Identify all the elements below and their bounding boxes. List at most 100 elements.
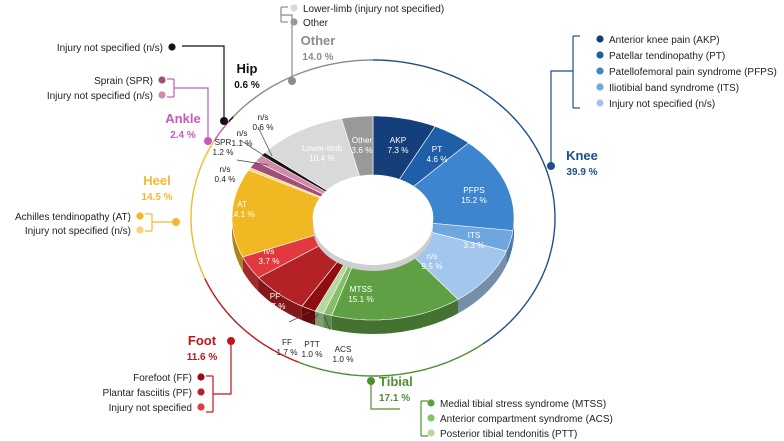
slice-value: 3.3 % <box>464 241 485 250</box>
slice-side <box>323 313 332 330</box>
ring-arc-heel <box>190 139 216 279</box>
group-total-heel: 14.5 % <box>141 192 172 203</box>
slice-value: 9.5 % <box>422 262 443 271</box>
legend-swatch <box>596 67 604 75</box>
slice-side <box>331 299 458 334</box>
group-total-knee: 39.9 % <box>566 167 597 178</box>
slice-value: 15.1 % <box>348 295 374 304</box>
slice-value: 0.6 % <box>253 123 274 132</box>
legend-label: Injury not specified (n/s) <box>25 226 131 237</box>
legend-label: Other <box>303 18 329 29</box>
slice-label: ACS <box>335 345 352 354</box>
legend-swatch <box>168 43 176 51</box>
legend-swatch <box>596 83 604 91</box>
leader-line <box>239 139 272 161</box>
slice-side <box>301 306 316 326</box>
callout-line <box>281 14 293 81</box>
group-total-foot: 11.6 % <box>187 352 218 363</box>
slice-value: 10.4 % <box>309 154 335 163</box>
legend-label: Injury not specified (n/s) <box>609 99 715 110</box>
callout-dot <box>547 162 555 170</box>
legend-swatch <box>427 399 435 407</box>
slice-side <box>315 311 324 328</box>
ring-arc-hip <box>228 116 234 122</box>
slice-value: 1.1 % <box>232 139 253 148</box>
leader-line <box>310 313 319 325</box>
slice-value: 6.7 % <box>265 302 286 311</box>
legend-swatch <box>136 212 144 220</box>
legend-label: Posterior tibial tendonitis (PTT) <box>440 429 577 440</box>
slice-other <box>341 115 374 177</box>
slice-label: AKP <box>390 136 407 145</box>
group-title-ankle: Ankle <box>165 111 200 126</box>
group-title-tibial: Tibial <box>379 374 413 389</box>
legend-label: Medial tibial stress syndrome (MTSS) <box>440 399 606 410</box>
slice-value: 7.3 % <box>388 146 409 155</box>
leader-line <box>257 126 273 157</box>
legend-swatch <box>158 91 166 99</box>
slice-label: Other <box>352 136 373 145</box>
slice-value: 14.1 % <box>229 210 255 219</box>
ring-arc-other <box>232 59 373 118</box>
slice-value: 3.6 % <box>352 146 373 155</box>
slice-side <box>458 251 507 314</box>
legend-swatch <box>596 99 604 107</box>
legend-label: Plantar fasciitis (PF) <box>103 388 192 399</box>
slice-label: n/s <box>258 113 269 122</box>
slice-label: PFPS <box>463 186 485 195</box>
group-total-tibial: 17.1 % <box>379 393 410 404</box>
group-ring <box>190 59 556 377</box>
callout-line <box>550 70 573 166</box>
legend-label: Anterior compartment syndrome (ACS) <box>440 414 613 425</box>
slice-value: 1.7 % <box>277 348 298 357</box>
ring-arc-tibial <box>298 343 484 377</box>
callout-dot <box>204 137 212 145</box>
slice-label: PF <box>270 292 280 301</box>
group-title-knee: Knee <box>566 148 598 163</box>
legend-label: Injury not specified (n/s) <box>47 91 153 102</box>
group-title-other: Other <box>301 33 336 48</box>
callout-dot <box>367 377 375 385</box>
group-total-ankle: 2.4 % <box>170 130 196 141</box>
group-title-foot: Foot <box>188 333 217 348</box>
donut <box>231 115 515 334</box>
leader-line <box>323 315 331 331</box>
legend-swatch <box>290 4 298 12</box>
slice-value: 1.2 % <box>213 148 234 157</box>
slice-value: 1.0 % <box>333 355 354 364</box>
slice-value: 1.0 % <box>302 350 323 359</box>
callout-line <box>213 341 232 395</box>
legend-label: Achilles tendinopathy (AT) <box>15 212 131 223</box>
group-total-other: 14.0 % <box>302 52 333 63</box>
legend-swatch <box>197 403 205 411</box>
slice-side <box>242 257 259 292</box>
slice-value: 0.4 % <box>215 175 236 184</box>
slice-label: Lower-limb <box>302 144 342 153</box>
slice-value: 3.7 % <box>259 257 280 266</box>
legend-swatch <box>197 388 205 396</box>
legend-label: Forefoot (FF) <box>133 373 192 384</box>
slice-label: ITS <box>468 231 481 240</box>
callout-line <box>174 87 209 141</box>
slice-label: PT <box>432 145 442 154</box>
group-total-hip: 0.6 % <box>234 80 260 91</box>
slice-value: 4.6 % <box>427 155 448 164</box>
slice-label: SPR <box>215 138 232 147</box>
ring-arc-knee <box>372 59 556 345</box>
legend-label: Iliotibial band syndrome (ITS) <box>609 83 739 94</box>
legend-swatch <box>427 429 435 437</box>
legend-swatch <box>596 35 604 43</box>
callout-line <box>370 381 400 410</box>
ring-arc-ankle <box>214 120 230 141</box>
leader-line <box>236 159 269 166</box>
slice-value: 15.2 % <box>461 196 487 205</box>
group-title-hip: Hip <box>237 61 258 76</box>
legend-label: Patellofemoral pain syndrome (PFPS) <box>609 67 777 78</box>
slice-label: PTT <box>304 340 319 349</box>
legend-label: Anterior knee pain (AKP) <box>609 35 720 46</box>
callout-dot <box>220 117 228 125</box>
legend-swatch <box>158 76 166 84</box>
group-callouts: Knee 39.9 % Anterior knee pain (AKP) Patell… <box>15 4 777 440</box>
